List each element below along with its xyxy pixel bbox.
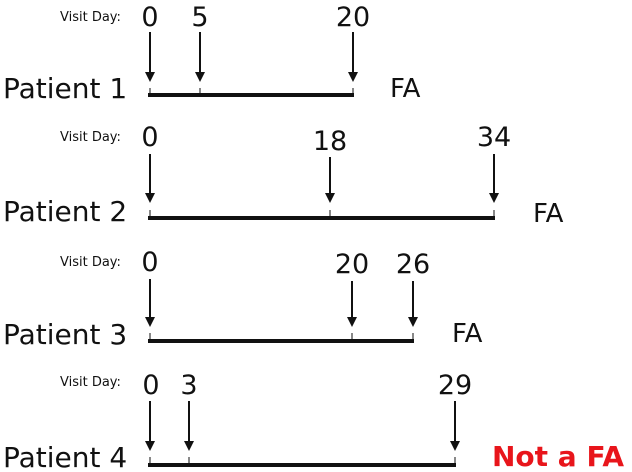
patient-4-row: Visit Day: 0 3 29 Patient 4 Not a FA <box>3 370 624 472</box>
outcome-label: FA <box>390 74 421 104</box>
patient-1-row: Visit Day: 0 5 20 Patient 1 FA <box>3 2 421 105</box>
patient-name: Patient 4 <box>3 441 127 472</box>
patient-2-row: Visit Day: 0 18 34 Patient 2 FA <box>3 122 564 229</box>
visit-day-value: 0 <box>142 370 159 401</box>
outcome-label: FA <box>452 319 483 349</box>
visit-day-label: Visit Day: <box>60 375 121 390</box>
patient-name: Patient 3 <box>3 318 127 351</box>
outcome-label: FA <box>533 199 564 229</box>
patient-name: Patient 2 <box>3 195 127 228</box>
visit-day-label: Visit Day: <box>60 255 121 270</box>
visit-day-value: 3 <box>180 370 197 401</box>
visit-day-value: 0 <box>141 247 158 278</box>
outcome-label-negative: Not a FA <box>492 440 624 472</box>
visit-day-value: 29 <box>438 370 472 401</box>
visit-day-value: 5 <box>191 2 208 33</box>
visit-day-value: 0 <box>141 2 158 33</box>
visit-day-label: Visit Day: <box>60 10 121 25</box>
visit-day-value: 34 <box>477 122 511 153</box>
visit-day-value: 0 <box>141 122 158 153</box>
patient-name: Patient 1 <box>3 72 127 105</box>
visit-day-value: 26 <box>396 249 430 280</box>
patient-3-row: Visit Day: 0 20 26 Patient 3 FA <box>3 247 483 351</box>
visit-day-label: Visit Day: <box>60 130 121 145</box>
visit-day-value: 18 <box>313 126 347 157</box>
visit-day-value: 20 <box>335 249 369 280</box>
visit-day-value: 20 <box>336 2 370 33</box>
